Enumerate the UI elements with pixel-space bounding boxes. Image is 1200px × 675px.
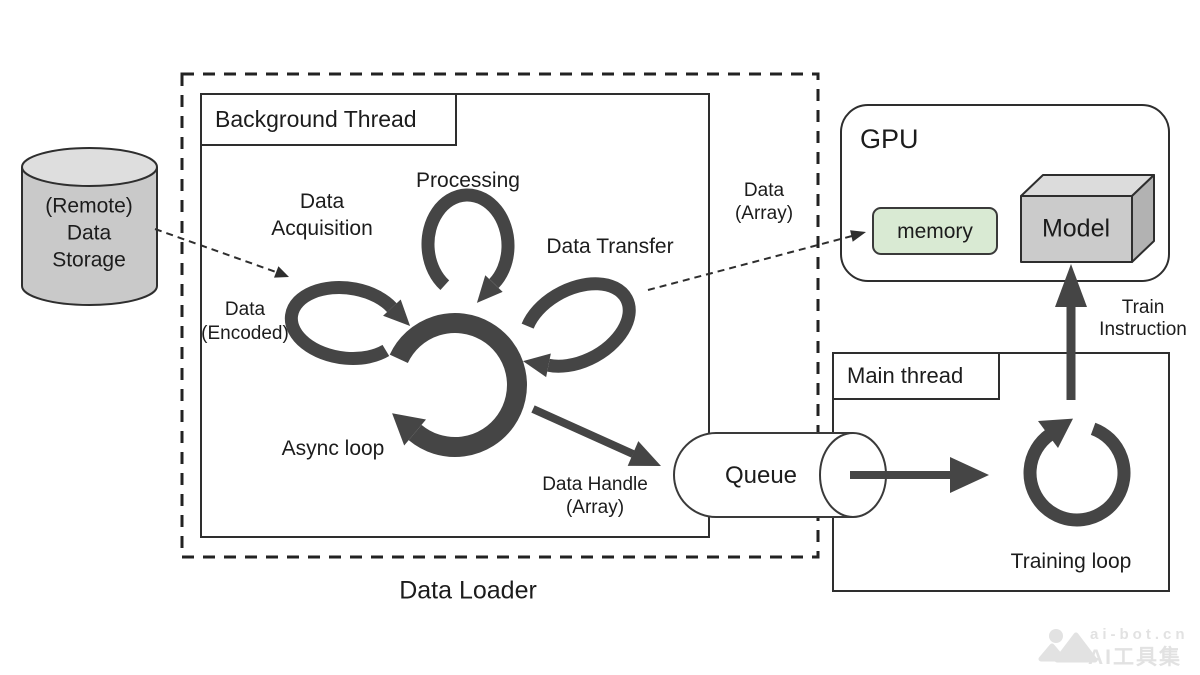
model-label: Model (1041, 214, 1111, 243)
watermark-brand: AI工具集 (1088, 646, 1182, 669)
watermark-logo-icon (1038, 629, 1098, 663)
background-thread-title: Background Thread (215, 106, 417, 132)
data-encoded-label: Data (Encoded) (201, 299, 289, 344)
data-loader-caption: Data Loader (399, 576, 537, 605)
training-loop-label: Training loop (1010, 550, 1132, 573)
watermark-site: ai-bot.cn (1090, 626, 1189, 643)
data-transfer-label: Data Transfer (546, 235, 674, 258)
data-array-label: Data (Array) (734, 180, 794, 224)
main-thread-title: Main thread (847, 363, 964, 388)
processing-label: Processing (416, 169, 520, 192)
data-handle-label: Data Handle (Array) (542, 474, 648, 518)
train-instruction-label: Train Instruction (1099, 297, 1187, 340)
gpu-memory-label: memory (897, 220, 973, 243)
async-loop-label: Async loop (281, 437, 385, 460)
storage-label: (Remote) Data Storage (45, 194, 133, 272)
main-thread-title-box: Main thread (832, 352, 1000, 400)
background-thread-title-box: Background Thread (200, 93, 457, 146)
gpu-memory-box (872, 207, 998, 255)
data-acquisition-label: Data Acquisition (271, 190, 373, 240)
gpu-title: GPU (860, 124, 919, 154)
queue-label: Queue (724, 462, 798, 489)
